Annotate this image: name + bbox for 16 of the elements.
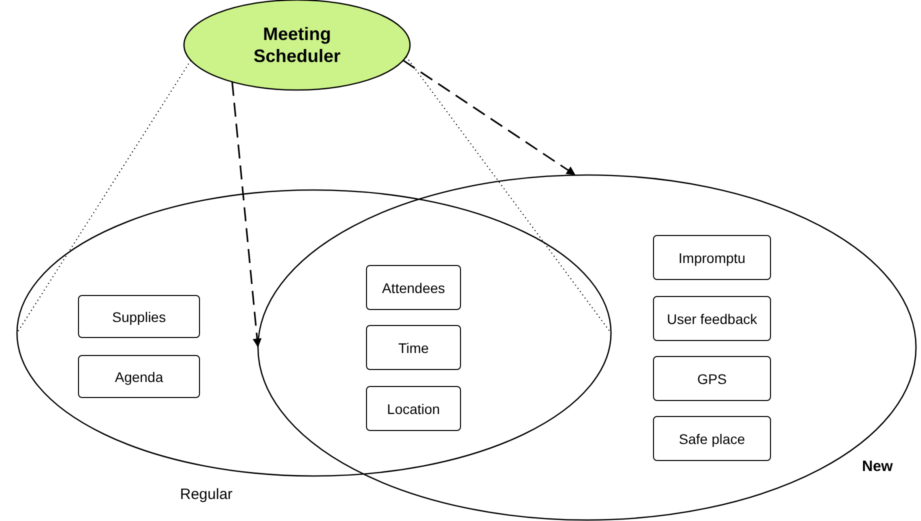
item-box: Safe place <box>653 416 771 461</box>
dashed-arrow <box>231 82 262 348</box>
dashed-arrow <box>402 60 576 176</box>
ellipse-label: Regular <box>180 486 233 503</box>
ellipse-label: New <box>862 458 893 475</box>
item-box: Agenda <box>78 355 200 398</box>
title-text: Meeting Scheduler <box>252 22 342 68</box>
item-box: Impromptu <box>653 235 771 280</box>
item-box: Supplies <box>78 295 200 338</box>
item-box: Location <box>366 386 461 431</box>
item-box: GPS <box>653 356 771 401</box>
item-box: Time <box>366 325 461 370</box>
dotted-line <box>16 60 192 334</box>
item-box: Attendees <box>366 265 461 310</box>
item-box: User feedback <box>653 296 771 341</box>
dotted-line <box>406 56 612 334</box>
